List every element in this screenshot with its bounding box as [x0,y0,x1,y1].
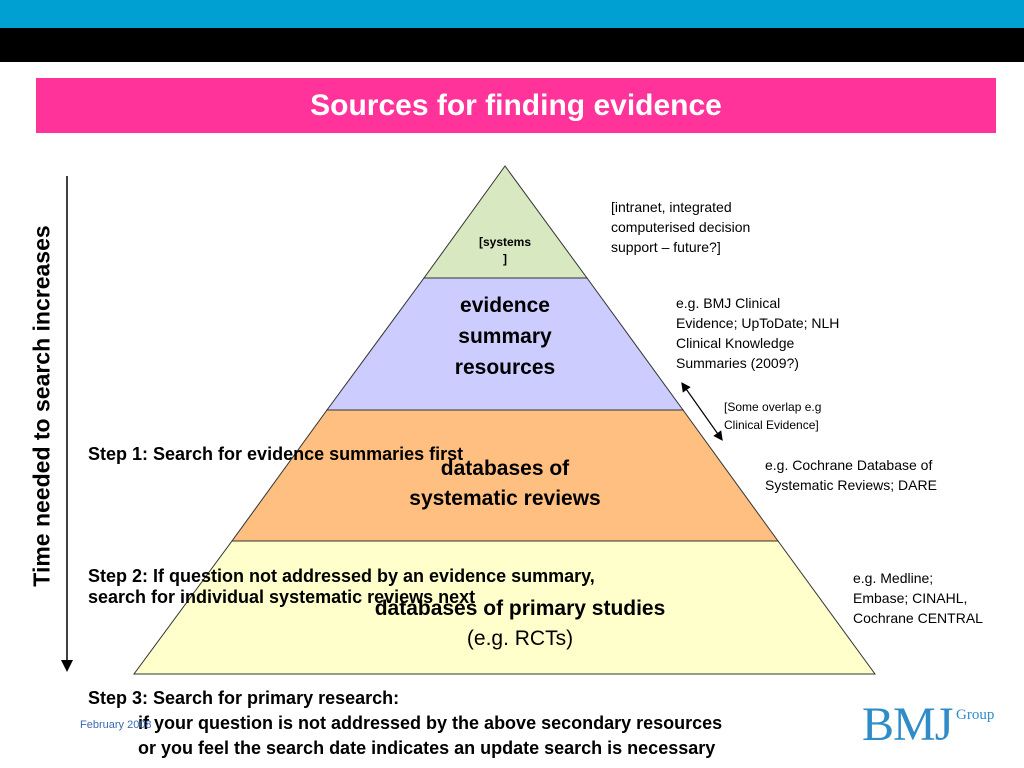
note-line: Cochrane CENTRAL [853,610,983,626]
note-line: e.g. Cochrane Database of [765,457,933,473]
label-summaries-line: resources [454,356,556,379]
note-line: Embase; CINAHL, [853,590,968,606]
slide-title: Sources for finding evidence [310,88,722,122]
note-line: Clinical Evidence] [724,418,819,432]
note-line: [intranet, integrated [611,199,732,215]
label-summaries-line: summary [458,325,552,348]
note-line: computerised decision [611,219,751,235]
logo-main: BMJ [862,698,953,751]
note-systems: [intranet, integrated computerised decis… [611,197,750,257]
note-overlap: [Some overlap e.g Clinical Evidence] [724,398,821,434]
note-primary: e.g. Medline; Embase; CINAHL, Cochrane C… [853,568,983,628]
step-2-line: search for individual systematic reviews… [88,587,476,607]
black-band [0,28,1024,62]
label-reviews: databases of systematic reviews [355,454,655,514]
note-line: [Some overlap e.g [724,400,822,414]
label-summaries-line: evidence [460,294,550,317]
step-1-text: Step 1: Search for evidence summaries fi… [88,444,464,464]
overlap-arrow [681,382,723,441]
note-reviews: e.g. Cochrane Database of Systematic Rev… [765,455,937,495]
title-bar: Sources for finding evidence [36,78,996,133]
time-axis-label-text: Time needed to search increases [28,225,55,587]
label-primary: databases of primary studies (e.g. RCTs) [320,594,720,654]
note-summaries: e.g. BMJ Clinical Evidence; UpToDate; NL… [676,293,839,373]
note-line: Summaries (2009?) [676,355,799,371]
step-3-line: if your question is not addressed by the… [138,713,723,733]
step-2-line: Step 2: If question not addressed by an … [88,566,595,586]
note-line: support – future?] [611,239,721,255]
label-reviews-line: databases of [440,457,570,480]
label-primary-line: (e.g. RCTs) [466,627,574,650]
label-systems: [systems ] [455,234,555,268]
pyramid-level-primary [133,540,876,675]
bmj-group-logo: BMJ Group [862,697,994,752]
step-3-line: or you feel the search date indicates an… [138,738,716,758]
logo-sub: Group [956,707,995,723]
label-systems-line: ] [503,252,507,266]
label-reviews-line: systematic reviews [409,487,601,510]
note-line: Clinical Knowledge [676,335,795,351]
step-3-line: Step 3: Search for primary research: [88,688,400,708]
label-summaries: evidence summary resources [405,290,605,383]
label-systems-line: [systems [478,235,532,249]
top-color-band [0,0,1024,28]
note-line: e.g. Medline; [853,570,934,586]
note-line: Systematic Reviews; DARE [765,477,937,493]
footer-date: February 2008 [80,719,152,731]
note-line: e.g. BMJ Clinical [676,295,781,311]
step-2: Step 2: If question not addressed by an … [88,566,595,608]
note-line: Evidence; UpToDate; NLH [676,315,840,331]
label-primary-line: databases of primary studies [374,597,666,620]
step-1: Step 1: Search for evidence summaries fi… [88,444,463,465]
step-3: Step 3: Search for primary research: if … [88,686,722,761]
